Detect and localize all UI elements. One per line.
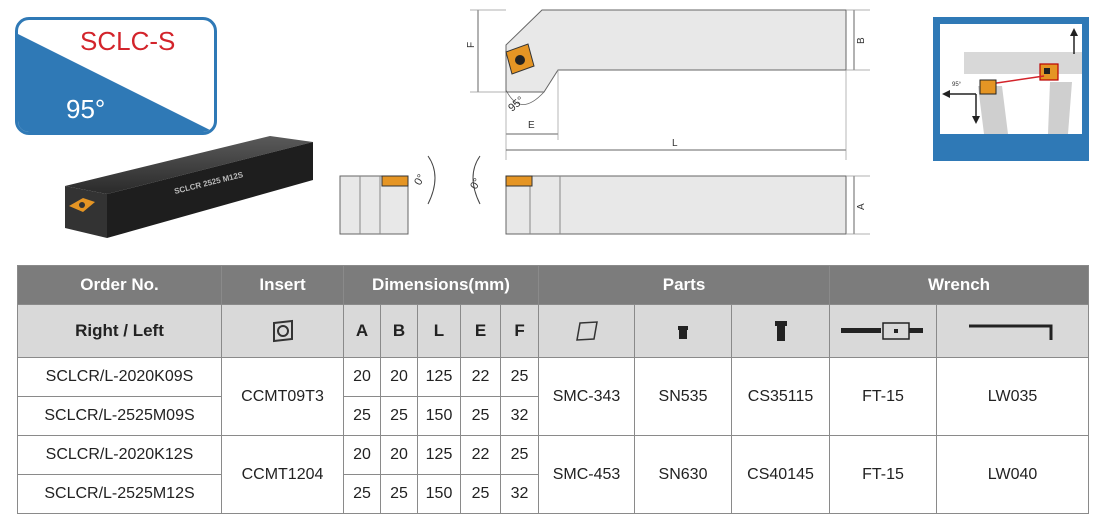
inset-angle: 95°: [952, 82, 962, 88]
insert-icon-cell: [221, 304, 344, 358]
clamp-screw-icon-cell: [731, 304, 831, 358]
col-header-parts: Parts: [538, 265, 831, 305]
part-clamp-screw: CS35115: [731, 357, 831, 436]
insert-icon: [272, 319, 293, 343]
clamp-screw-icon: [774, 321, 787, 341]
dim-label-B: B: [856, 37, 867, 44]
tool-front-face: [65, 186, 107, 238]
dim-A: 20: [343, 435, 381, 475]
table-row: SCLCR/L-2020K09S CCMT09T3 20 20 125 22 2…: [17, 357, 1090, 436]
top-view: F B 95° E L: [466, 9, 870, 160]
dim-E: 22: [460, 357, 501, 397]
tool-holder-3d-image: SCLCR 2525 M12S: [65, 136, 313, 238]
order-number: SCLCR/L-2020K12S: [17, 435, 222, 475]
shim-icon-cell: [538, 304, 636, 358]
subheader-row: Right / Left A B L E F: [17, 304, 1090, 358]
spec-table: Order No. Insert Dimensions(mm) Parts Wr…: [17, 265, 1090, 514]
application-diagram: 95°: [933, 17, 1089, 161]
torx-key-icon-cell: [829, 304, 938, 358]
part-screw: SN630: [634, 435, 733, 514]
header-row: Order No. Insert Dimensions(mm) Parts Wr…: [17, 265, 1090, 305]
badge-code: SCLC-S: [80, 26, 176, 56]
tool-type-badge: SCLC-S 95°: [15, 17, 217, 135]
part-screw: SN535: [634, 357, 733, 436]
dim-L: 150: [417, 474, 461, 514]
order-number: SCLCR/L-2525M12S: [17, 474, 222, 514]
dim-L: 125: [417, 357, 461, 397]
screw-icon-cell: [634, 304, 733, 358]
dim-F: 25: [499, 357, 540, 397]
dim-header-B: B: [380, 304, 418, 358]
dim-label-L: L: [672, 138, 678, 149]
dim-L: 125: [417, 435, 461, 475]
col-header-wrench: Wrench: [829, 265, 1090, 305]
col-header-order: Order No.: [17, 265, 222, 305]
tool-top-face: [65, 136, 313, 194]
dim-A: 25: [343, 474, 381, 514]
dim-E: 25: [460, 396, 501, 436]
dim-B: 25: [380, 396, 418, 436]
dim-F: 25: [499, 435, 540, 475]
part-shim: SMC-343: [538, 357, 636, 436]
dim-header-F: F: [499, 304, 540, 358]
badge-angle: 95°: [66, 94, 106, 124]
dim-label-A: A: [856, 203, 867, 210]
part-clamp-screw: CS40145: [731, 435, 831, 514]
badge-background: [18, 34, 214, 132]
col-header-dimensions: Dimensions(mm): [342, 265, 540, 305]
table-row: SCLCR/L-2525M12S 25 25 150 25 32: [17, 474, 1089, 514]
dim-F: 32: [499, 396, 540, 436]
dim-B: 20: [380, 357, 418, 397]
wrench-torx: FT-15: [829, 357, 938, 436]
dim-header-L: L: [417, 304, 461, 358]
wrench-torx: FT-15: [829, 435, 938, 514]
hex-key-icon: [968, 324, 1053, 340]
order-number: SCLCR/L-2020K09S: [17, 357, 222, 397]
screw-icon: [678, 325, 689, 339]
dim-A: 25: [343, 396, 381, 436]
torx-key-icon: [841, 322, 924, 340]
dim-F: 32: [499, 474, 540, 514]
dim-L: 150: [417, 396, 461, 436]
dim-B: 20: [380, 435, 418, 475]
side-view: 0° A: [468, 155, 870, 235]
dim-E: 25: [460, 474, 501, 514]
insert-code: CCMT1204: [221, 435, 344, 514]
hex-key-icon-cell: [936, 304, 1090, 358]
angle-label-0-right: 0°: [468, 176, 484, 191]
shim-icon: [575, 321, 598, 341]
end-view-left: 0°: [339, 155, 436, 235]
wrench-hex: LW035: [936, 357, 1090, 436]
dim-label-F: F: [466, 42, 477, 48]
part-shim: SMC-453: [538, 435, 636, 514]
dim-header-E: E: [460, 304, 501, 358]
subheader-right-left: Right / Left: [17, 304, 222, 358]
angle-label-0-left: 0°: [412, 172, 428, 187]
table-row: SCLCR/L-2525M09S 25 25 150 25 32: [17, 396, 1089, 436]
dim-label-E: E: [528, 120, 535, 131]
wrench-hex: LW040: [936, 435, 1090, 514]
angle-label-95: 95°: [506, 94, 526, 114]
table-row: SCLCR/L-2020K12S CCMT1204 20 20 125 22 2…: [17, 435, 1090, 514]
order-number: SCLCR/L-2525M09S: [17, 396, 222, 436]
insert-code: CCMT09T3: [221, 357, 344, 436]
dim-header-A: A: [343, 304, 381, 358]
dimension-drawing: F B 95° E L 0° 0° A: [339, 9, 870, 235]
dim-B: 25: [380, 474, 418, 514]
dim-A: 20: [343, 357, 381, 397]
tool-side-face: [107, 142, 313, 238]
dim-E: 22: [460, 435, 501, 475]
col-header-insert: Insert: [221, 265, 344, 305]
